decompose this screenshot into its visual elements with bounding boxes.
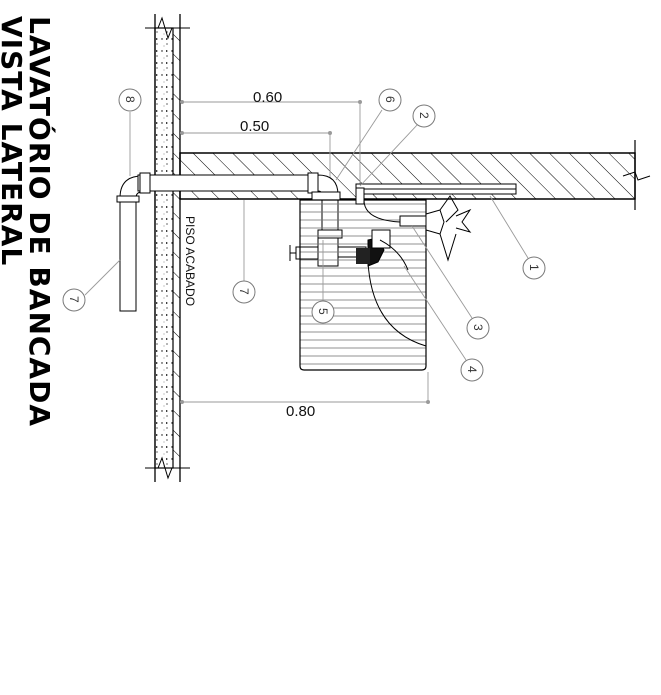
callout-5: 5 xyxy=(311,300,335,324)
callout-2: 2 xyxy=(412,104,436,128)
washbasin xyxy=(299,199,427,371)
callout-7-left: 7 xyxy=(62,288,86,312)
callout-3-label: 3 xyxy=(471,324,485,331)
pipe-ends xyxy=(289,245,296,261)
callout-5-label: 5 xyxy=(316,308,330,315)
callout-8-label: 8 xyxy=(123,96,137,103)
callout-8: 8 xyxy=(118,88,142,112)
wall-label: PISO ACABADO xyxy=(183,216,197,306)
faucet-assembly xyxy=(355,183,517,262)
dimension-080: 0.80 xyxy=(286,403,315,420)
callout-6: 6 xyxy=(378,88,402,112)
dimension-060: 0.60 xyxy=(253,89,282,106)
dimension-lines xyxy=(180,101,429,403)
wall-section xyxy=(145,14,190,482)
callout-1-label: 1 xyxy=(527,264,541,271)
callout-4: 4 xyxy=(460,358,484,382)
callout-3: 3 xyxy=(466,316,490,340)
callout-6-label: 6 xyxy=(383,96,397,103)
callout-4-label: 4 xyxy=(465,366,479,373)
dimension-050: 0.50 xyxy=(240,118,269,135)
callout-2-label: 2 xyxy=(417,112,431,119)
callout-7-mid-label: 7 xyxy=(237,288,251,295)
leader-lines xyxy=(84,109,529,361)
callout-7-left-label: 7 xyxy=(67,296,81,303)
callout-7-mid: 7 xyxy=(232,280,256,304)
callout-1: 1 xyxy=(522,256,546,280)
